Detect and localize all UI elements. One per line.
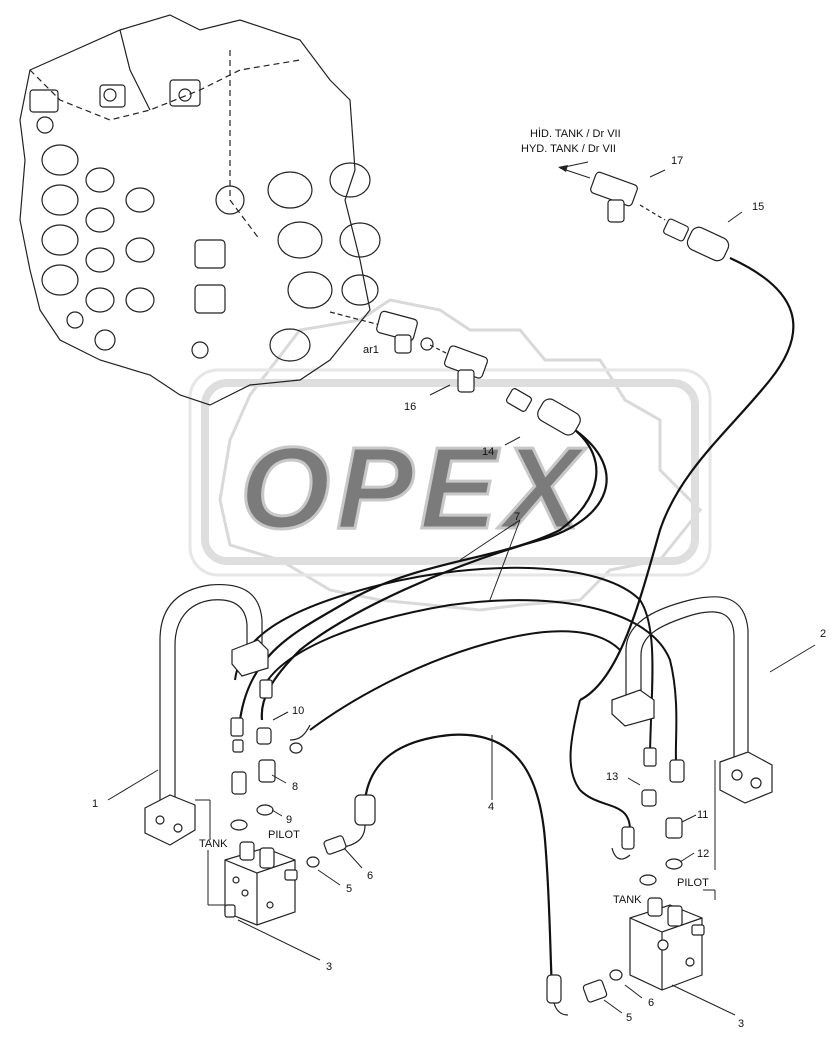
fitting-ar1 (329, 310, 434, 354)
pilot-label-right: PILOT (677, 877, 709, 889)
hyd-tank-label-en: HYD. TANK / Dr VII (521, 143, 616, 155)
pilot-label-left: PILOT (268, 829, 300, 841)
hose-13 (569, 699, 631, 831)
main-control-valve (19, 14, 381, 406)
callout-16: 16 (404, 401, 416, 413)
callout-14: 14 (482, 446, 494, 458)
callout-ar1: ar1 (363, 344, 379, 356)
left-fitting-stack (230, 679, 320, 868)
callout-7: 7 (514, 511, 520, 523)
leader-lines (107, 161, 816, 1016)
callout-6-right: 6 (648, 997, 654, 1009)
callout-17: 17 (671, 155, 683, 167)
hyd-tank-label-tr: HİD. TANK / Dr VII (530, 127, 621, 140)
pipe-1 (159, 583, 263, 800)
callout-5-left: 5 (346, 883, 352, 895)
tank-label-left: TANK (199, 838, 228, 850)
hose-15-end-fitting (663, 218, 730, 262)
hose-4 (363, 733, 554, 991)
tee-fitting-17 (590, 171, 666, 223)
callout-labels: 17 15 ar1 16 14 7 2 10 8 13 1 4 11 9 12 … (92, 127, 826, 1030)
callout-15: 15 (752, 201, 764, 213)
hose-4-left-fitting (323, 794, 376, 855)
hose-14-end-fitting (505, 388, 581, 436)
pipe-2 (625, 596, 749, 760)
callout-1: 1 (92, 798, 98, 810)
hose-4-right-fitting (546, 974, 569, 1016)
callout-3-left: 3 (326, 961, 332, 973)
valve-block-left (224, 841, 298, 926)
callout-6-left: 6 (367, 870, 373, 882)
opex-watermark: OPEX (188, 298, 712, 612)
tee-fitting-16 (429, 344, 489, 393)
opex-logo-text: OPEX (240, 423, 587, 553)
callout-12: 12 (697, 848, 709, 860)
pipe-1-flange (144, 639, 269, 846)
callout-2: 2 (820, 628, 826, 640)
callout-3-right: 3 (738, 1018, 744, 1030)
callout-5-right: 5 (626, 1012, 632, 1024)
right-fitting-stack (582, 747, 685, 1003)
callout-8: 8 (292, 781, 298, 793)
valve-block-right (629, 897, 705, 991)
to-tank-arrow (558, 165, 591, 179)
hose-14 (238, 429, 608, 721)
hose-15 (579, 256, 795, 701)
pipe-2-flange (611, 689, 773, 804)
tank-label-right: TANK (613, 894, 642, 906)
callout-4: 4 (488, 801, 494, 813)
callout-9: 9 (286, 814, 292, 826)
hose-7 (234, 566, 678, 761)
callout-11: 11 (697, 809, 708, 821)
callout-13: 13 (606, 771, 618, 783)
callout-10: 10 (292, 705, 304, 717)
